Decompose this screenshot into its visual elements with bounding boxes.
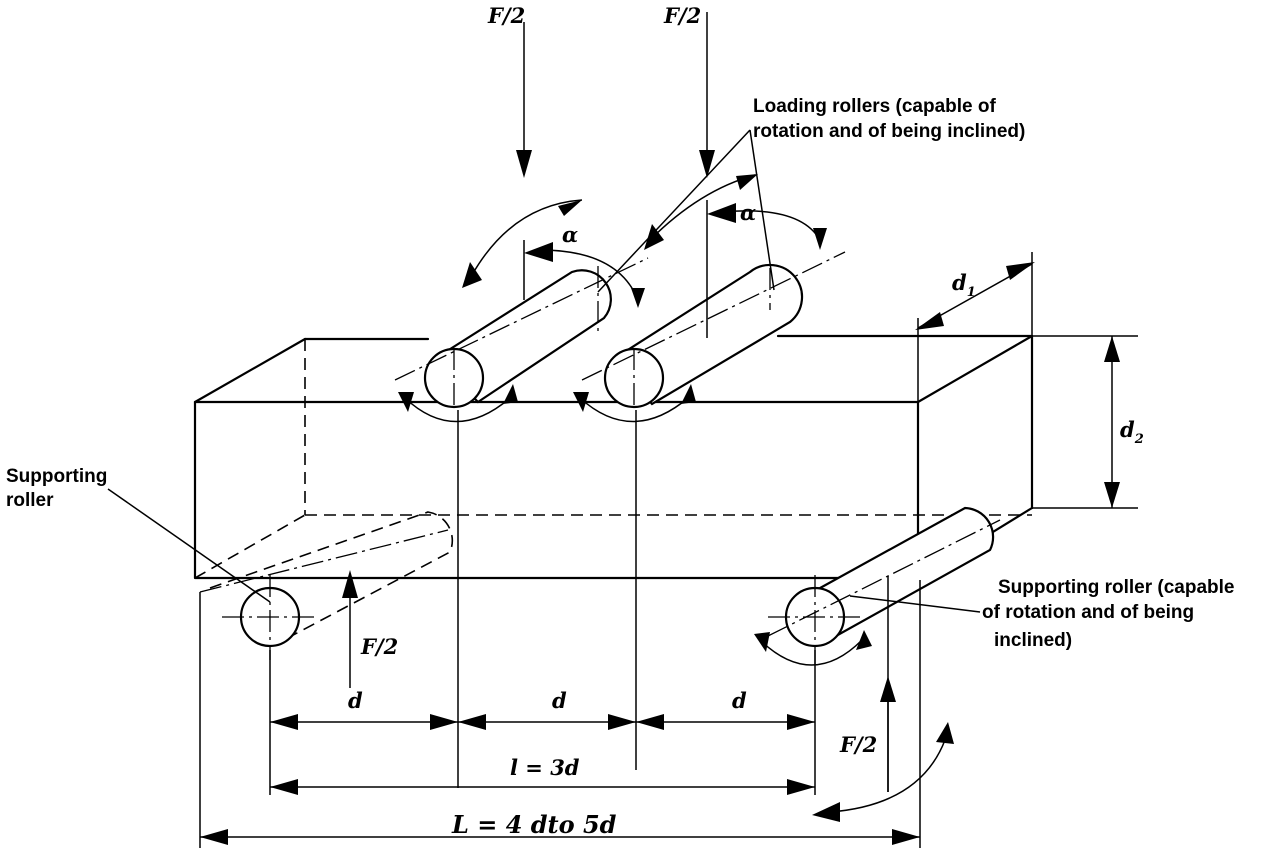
span-d-label-2: d — [552, 688, 567, 713]
dimension-d1: d1 — [915, 252, 1035, 402]
supporting-roller-left-callout: Supporting roller — [6, 466, 271, 603]
span-d-label-1: d — [348, 688, 363, 713]
d1-label: d1 — [952, 270, 976, 300]
span-d-label-3: d — [732, 688, 747, 713]
supporting-right-label-line2: of rotation and of being — [982, 602, 1194, 623]
bottom-force-right: F/2 — [839, 676, 896, 792]
top-force-right: F/2 — [663, 3, 715, 178]
rotation-arrow-support-right — [754, 630, 872, 666]
alpha-angle-right: α — [707, 200, 827, 250]
supporting-roller-right-callout: Supporting roller (capable of rotation a… — [849, 577, 1234, 651]
loading-rollers-label-line1: Loading rollers (capable of — [753, 96, 996, 117]
alpha-angle-left: α — [524, 222, 645, 308]
supporting-roller-left — [199, 511, 454, 660]
loading-roller-left — [394, 257, 649, 410]
supporting-roller-right — [767, 506, 1001, 665]
dimension-d2: d2 — [1032, 335, 1144, 509]
supporting-left-label-line2: roller — [6, 490, 54, 511]
supporting-left-label-line1: Supporting — [6, 466, 107, 487]
force-label-bottom-left: F/2 — [360, 634, 398, 659]
rotation-arrow-lower-right — [812, 722, 954, 822]
dimension-L: L = 4 dto 5d — [200, 810, 920, 845]
top-force-left: F/2 — [487, 3, 532, 178]
force-label-bottom-right: F/2 — [839, 732, 877, 757]
alpha-symbol-right: α — [740, 200, 756, 225]
loading-rollers-callout: Loading rollers (capable of rotation and… — [597, 96, 1025, 293]
rotation-arrow-roller-left — [398, 384, 518, 423]
force-label-top-right: F/2 — [663, 3, 701, 28]
alpha-symbol-left: α — [562, 222, 578, 247]
bottom-force-left: F/2 — [342, 570, 398, 688]
dimension-l: l = 3d — [270, 755, 815, 795]
span-l-label: l = 3d — [510, 755, 580, 780]
supporting-right-label-line3: inclined) — [994, 630, 1072, 651]
rotation-arrow-roller-right — [573, 384, 696, 423]
rotation-arrow-top-left — [462, 199, 583, 288]
span-L-label: L = 4 dto 5d — [451, 810, 617, 839]
loading-rollers-label-line2: rotation and of being inclined) — [753, 121, 1025, 142]
dimension-row-d: d d d — [270, 688, 815, 730]
supporting-right-label-line1: Supporting roller (capable — [998, 577, 1234, 598]
d2-label: d2 — [1120, 417, 1144, 447]
rotation-arrow-top-right — [644, 174, 758, 250]
force-label-top-left: F/2 — [487, 3, 525, 28]
